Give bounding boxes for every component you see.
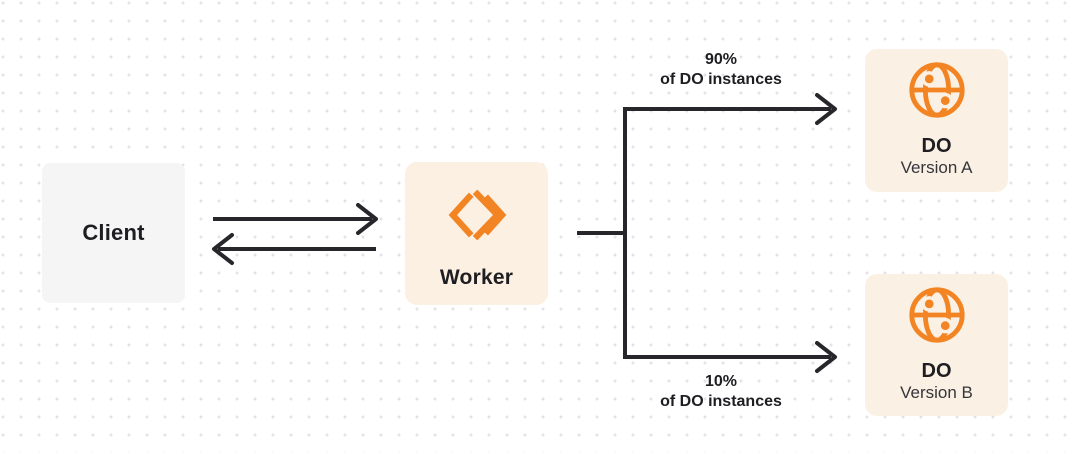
do-a-subtitle: Version A (900, 158, 973, 177)
edge-client-to-worker-arrow (213, 203, 378, 235)
branch-bottom-percent: 10% (704, 373, 738, 390)
do-b-title: DO (921, 360, 952, 382)
client-label: Client (82, 220, 145, 245)
branch-bottom-label: 10% of DO instances (611, 372, 831, 412)
worker-node: Worker (405, 162, 548, 305)
arrow-right-icon (815, 93, 837, 125)
branch-top-label: 90% of DO instances (611, 50, 831, 90)
worker-label: Worker (439, 266, 514, 289)
branch-top-percent: 90% (704, 51, 738, 68)
branch-top-caption: of DO instances (660, 71, 782, 88)
arrow-right-icon (815, 341, 837, 373)
edge-worker-to-client-arrow (212, 233, 376, 265)
do-version-b-node: DO Version B (865, 274, 1008, 416)
do-b-subtitle: Version B (900, 383, 973, 402)
globe-icon (908, 62, 965, 118)
arrow-right-icon (356, 203, 378, 235)
do-a-title: DO (921, 135, 952, 157)
workers-logo-icon (448, 189, 506, 241)
branch-bottom-caption: of DO instances (660, 393, 782, 410)
do-version-a-node: DO Version A (865, 49, 1008, 192)
client-node: Client (42, 163, 185, 303)
arrow-left-icon (212, 233, 234, 265)
globe-icon (908, 287, 965, 343)
edge-worker-branch (577, 93, 837, 373)
